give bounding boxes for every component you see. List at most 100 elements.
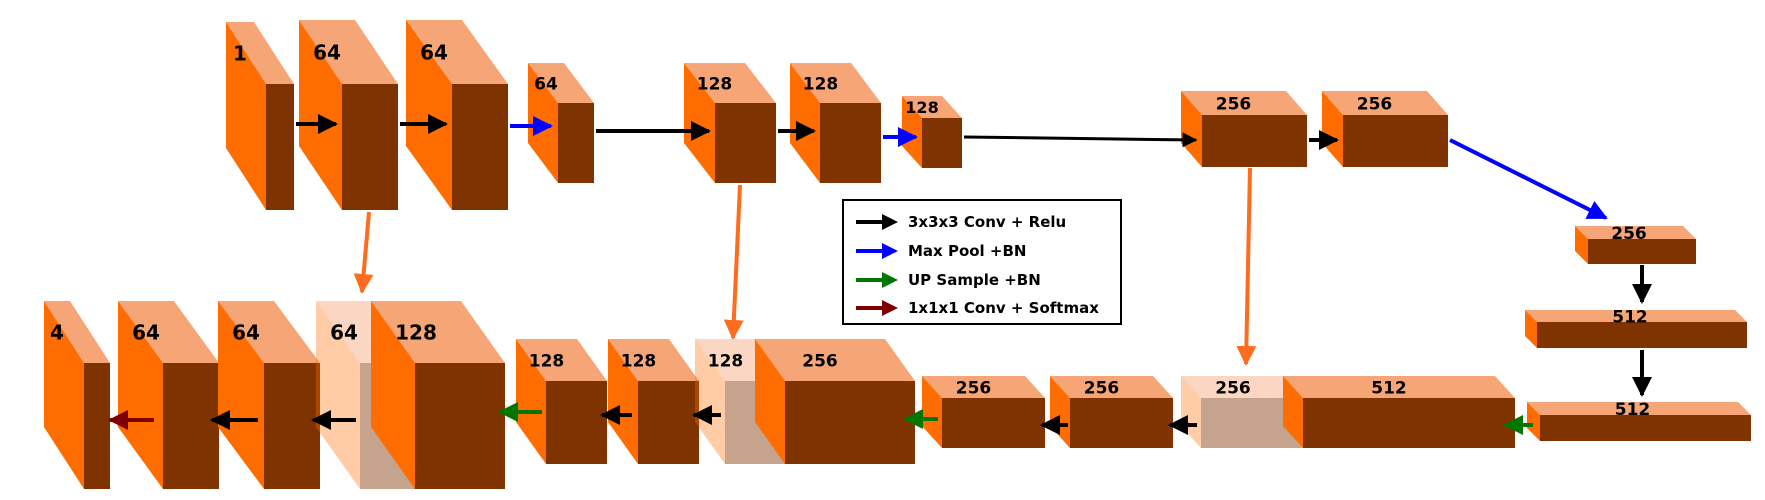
bottleneck-block-3 [1527,402,1751,441]
enc-block-6-front-face [820,103,881,183]
dec-block-8-side-face [922,376,942,448]
enc-block-8-side-face [1181,91,1202,167]
dec-block-6-label: 128 [621,351,657,371]
enc-block-5-label: 128 [697,74,733,94]
dec-block-10-side-face [1283,376,1303,448]
dec-block-7 [755,339,915,464]
enc-block-2-top-face [299,20,398,84]
dec-block-5-front-face [546,381,607,464]
enc-block-7-front-face [922,118,962,168]
bottleneck-block-2-top-face [1525,310,1747,322]
enc-block-4 [528,63,594,183]
dec-block-3-label: 64 [232,321,260,345]
dec-block-1-front-face [84,363,110,489]
darkred-arrow-icon [856,300,898,316]
legend-label-softmax: 1x1x1 Conv + Softmax [908,299,1099,317]
enc-block-6 [790,63,881,183]
dec-block-ghost-2-label: 128 [708,351,744,371]
black-arrow-icon [856,214,898,230]
dec-block-1-top-face [44,301,110,363]
bottleneck-block-1-label: 256 [1611,224,1647,244]
dec-block-10 [1283,376,1515,448]
enc-block-2-front-face [342,84,398,210]
bottleneck-block-3-side-face [1527,402,1540,441]
dec-block-4-label: 128 [395,321,437,345]
dec-block-4-top-face [371,301,505,363]
dec-block-7-side-face [755,339,785,464]
dec-block-ghost-2-side-face [695,339,725,464]
legend-item-pool: Max Pool +BN [854,238,1026,264]
bottleneck-block-2-front-face [1537,322,1747,348]
bottleneck-block-2 [1525,310,1747,348]
legend-label-conv: 3x3x3 Conv + Relu [908,213,1067,231]
dec-block-10-front-face [1303,398,1515,448]
legend-item-conv: 3x3x3 Conv + Relu [854,209,1066,235]
enc-block-6-label: 128 [803,74,839,94]
enc-block-1 [226,22,294,210]
enc-block-1-top-face [226,22,294,84]
enc-block-1-front-face [266,84,294,210]
dec-block-6-top-face [608,339,699,381]
enc-block-2-label: 64 [313,41,341,65]
skip-connection-3 [1236,167,1257,366]
enc-block-1-label: 1 [233,42,247,66]
dec-block-ghost-3-label: 256 [1215,378,1251,398]
skip-connection-1 [353,211,374,294]
dec-block-6-front-face [638,381,699,464]
dec-block-7-label: 256 [802,351,838,371]
enc-block-3-top-face [406,20,508,84]
dec-block-7-top-face [755,339,915,381]
dec-block-3-top-face [218,301,320,363]
dec-block-ghost-3-top-face [1181,376,1305,398]
enc-block-9-label: 256 [1357,94,1393,114]
dec-block-5 [516,339,607,464]
bottleneck-block-2-side-face [1525,310,1537,348]
dec-block-1-label: 4 [50,321,64,345]
enc-block-5-front-face [715,103,776,183]
dec-block-6 [608,339,699,464]
enc-block-9-front-face [1343,115,1448,167]
enc-block-8-front-face [1202,115,1307,167]
dec-block-8-front-face [942,398,1045,448]
enc-block-3-front-face [452,84,508,210]
bottleneck-block-1-top-face [1575,226,1696,239]
dec-block-10-label: 512 [1371,378,1407,398]
dec-block-2-label: 64 [132,321,160,345]
blue-arrow-icon [856,243,898,259]
enc-block-4-top-face [528,63,594,103]
dec-block-5-side-face [516,339,546,464]
pool-arrow-enc-3 [1449,138,1608,220]
dec-block-5-top-face [516,339,607,381]
dec-block-9-top-face [1050,376,1173,398]
green-arrow-icon [856,272,898,288]
dec-block-ghost-1-side-face [316,301,360,489]
legend-item-upsample: UP Sample +BN [854,267,1041,293]
dec-block-1-side-face [44,301,84,489]
dec-block-3-side-face [218,301,264,489]
enc-block-6-top-face [790,63,881,103]
legend-label-pool: Max Pool +BN [908,242,1027,260]
dec-block-ghost-1-label: 64 [330,321,358,345]
dec-block-8 [922,376,1045,448]
dec-block-5-label: 128 [529,351,565,371]
dec-block-2-top-face [118,301,219,363]
dec-block-4-side-face [371,301,415,489]
dec-block-7-front-face [785,381,915,464]
skip-connection-2 [723,184,744,340]
dec-block-6-side-face [608,339,638,464]
dec-block-2-front-face [163,363,219,489]
bottleneck-block-3-top-face [1527,402,1751,415]
dec-block-4 [371,301,505,489]
dec-block-9-front-face [1070,398,1173,448]
bottleneck-block-1-front-face [1588,239,1696,264]
enc-block-7 [902,96,962,168]
enc-block-8 [1181,91,1307,167]
enc-block-7-label: 128 [905,98,938,117]
bottleneck-block-1-side-face [1575,226,1588,264]
enc-block-5 [684,63,776,183]
enc-block-4-front-face [558,103,594,183]
enc-block-4-label: 64 [534,74,558,94]
dec-block-4-front-face [415,363,505,489]
dec-block-2-side-face [118,301,163,489]
